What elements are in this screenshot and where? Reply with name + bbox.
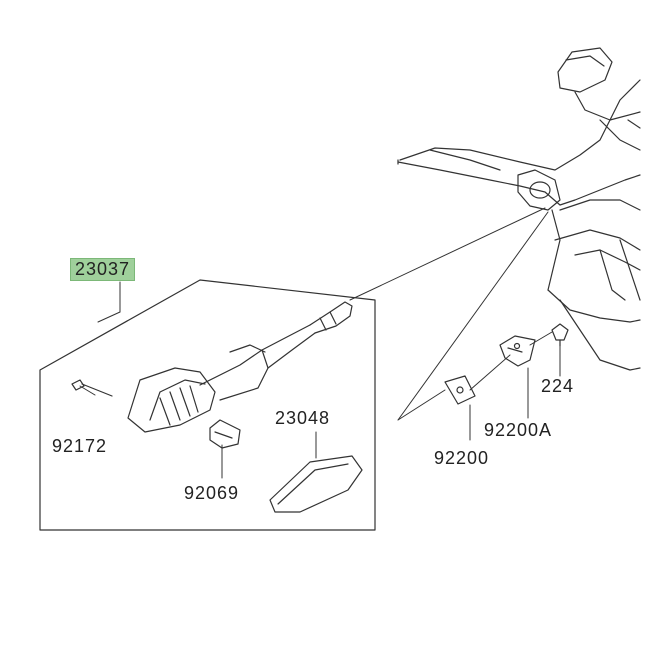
lens-23048-drawing: [269, 455, 363, 513]
part-label-92069[interactable]: 92069: [184, 483, 240, 503]
part-label-23048[interactable]: 23048: [275, 408, 331, 428]
bracket-92200a-drawing: [499, 335, 536, 367]
part-label-224[interactable]: 224: [541, 376, 575, 396]
bolt-92172-drawing: [71, 379, 113, 397]
part-label-23037[interactable]: 23037: [70, 258, 136, 281]
nut-plate-92200-drawing: [444, 375, 476, 405]
part-label-92200[interactable]: 92200: [434, 448, 490, 468]
part-label-92172[interactable]: 92172: [52, 436, 108, 456]
turn-signal-drawing: [127, 301, 353, 433]
bulb-92069-drawing: [209, 419, 241, 449]
bolt-224-drawing: [551, 323, 569, 347]
part-label-92200a[interactable]: 92200A: [484, 420, 553, 440]
assembly-box: [39, 279, 376, 531]
rear-frame-drawing: [397, 47, 641, 371]
leader-lines: [79, 207, 561, 479]
